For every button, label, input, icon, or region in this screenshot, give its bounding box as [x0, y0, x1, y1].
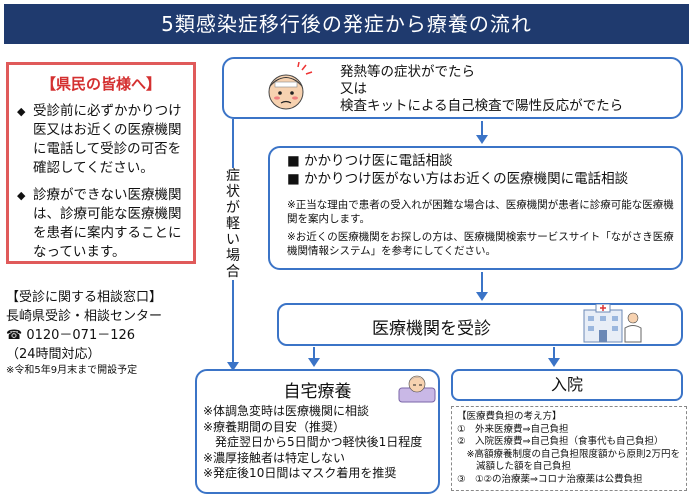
- mild-case-label: 症状が軽い場合: [223, 168, 243, 280]
- phone-consult-note: ※お近くの医療機関をお探しの方は、医療機関検索サービスサイト「ながさき医療機関情…: [287, 231, 674, 257]
- consultation-phone: ☎ 0120－071－126: [6, 328, 136, 343]
- arrow-down-icon: [476, 292, 488, 301]
- arrow-down-icon: [548, 358, 560, 367]
- flow-line: [313, 347, 315, 359]
- phone-consult-box: [268, 146, 683, 270]
- consultation-center-name: 長崎県受診・相談センター: [6, 309, 163, 324]
- residents-notice-heading: 【県民の皆様へ】: [40, 75, 161, 93]
- arrow-down-icon: [308, 358, 320, 367]
- hospital-building-icon: [582, 303, 644, 344]
- resting-person-icon: [398, 372, 436, 404]
- medical-cost-line: ② 入院医療費⇒自己負担（食事代も自己負担）: [457, 436, 664, 447]
- home-care-list: ※体調急変時は医療機関に相談 ※療養期間の目安（推奨） 発症翌日から5日間かつ軽…: [203, 404, 438, 482]
- medical-cost-line: ③ ①②の治療薬⇒コロナ治療薬は公費負担: [457, 473, 643, 485]
- residents-notice-text: 受診前に必ずかかりつけ医又はお近くの医療機関に電話して受診の可否を確認してくださ…: [33, 103, 182, 176]
- sick-person-icon: [258, 61, 314, 116]
- residents-notice-item: ◆ 受診前に必ずかかりつけ医又はお近くの医療機関に電話して受診の可否を確認してく…: [17, 102, 185, 178]
- phone-consult-content: ■ かかりつけ医に電話相談 ■ かかりつけ医がない方はお近くの医療機関に電話相談…: [287, 152, 677, 258]
- flow-line: [481, 272, 483, 294]
- residents-notice-box: 【県民の皆様へ】 ◆ 受診前に必ずかかりつけ医又はお近くの医療機関に電話して受診…: [6, 62, 196, 264]
- consultation-hours: （24時間対応）: [6, 347, 101, 362]
- diamond-bullet-icon: ◆: [17, 189, 26, 202]
- symptom-text: 発熱等の症状がでたら 又は 検査キットによる自己検査で陽性反応がでたら: [340, 64, 623, 115]
- home-care-line: 発症翌日から5日間かつ軽快後1日程度: [203, 435, 423, 449]
- medical-cost-line: ※高額療養制度の自己負担限度額から原則2万円を: [457, 448, 681, 460]
- arrow-down-icon: [476, 135, 488, 144]
- home-care-line: ※濃厚接触者は特定しない: [203, 450, 346, 465]
- home-care-title: 自宅療養: [283, 382, 352, 402]
- medical-cost-heading: 【医療費負担の考え方】: [457, 411, 562, 422]
- symptom-line: 又は: [340, 81, 367, 97]
- flow-line: [553, 347, 555, 359]
- symptom-line: 発熱等の症状がでたら: [340, 64, 475, 80]
- residents-notice-item: ◆ 診療ができない医療機関は、診療可能な医療機関を患者に案内することになっていま…: [17, 186, 185, 262]
- consultation-heading: 【受診に関する相談窓口】: [6, 290, 163, 305]
- medical-cost-line: ① 外来医療費⇒自己負担: [457, 423, 569, 435]
- symptom-line: 検査キットによる自己検査で陽性反応がでたら: [340, 98, 624, 114]
- home-care-line: ※発症後10日間はマスク着用を推奨: [203, 466, 397, 480]
- page-title: 5類感染症移行後の発症から療養の流れ: [4, 4, 689, 44]
- medical-cost-line: 減額した額を自己負担: [457, 461, 572, 472]
- phone-consult-line: ■ かかりつけ医がない方はお近くの医療機関に電話相談: [287, 171, 629, 187]
- home-care-line: ※療養期間の目安（推奨）: [203, 419, 346, 434]
- phone-consult-note: ※正当な理由で患者の受入れが困難な場合は、医療機関が患者に診療可能な医療機関を案…: [287, 199, 674, 225]
- hospitalization-box: 入院: [451, 369, 683, 401]
- consultation-info: 【受診に関する相談窓口】 長崎県受診・相談センター ☎ 0120－071－126…: [6, 288, 196, 378]
- diamond-bullet-icon: ◆: [17, 105, 26, 118]
- flow-line: [481, 121, 483, 137]
- medical-cost-box: 【医療費負担の考え方】 ① 外来医療費⇒自己負担 ② 入院医療費⇒自己負担（食事…: [451, 406, 687, 491]
- phone-consult-line: ■ かかりつけ医に電話相談: [287, 153, 453, 169]
- medical-visit-label: 医療機関を受診: [372, 319, 491, 339]
- residents-notice-text: 診療ができない医療機関は、診療可能な医療機関を患者に案内することになっています。: [33, 187, 182, 260]
- home-care-line: ※体調急変時は医療機関に相談: [203, 404, 370, 418]
- consultation-note: ※令和5年9月末まで開設予定: [6, 365, 138, 376]
- arrow-down-icon: [227, 362, 239, 371]
